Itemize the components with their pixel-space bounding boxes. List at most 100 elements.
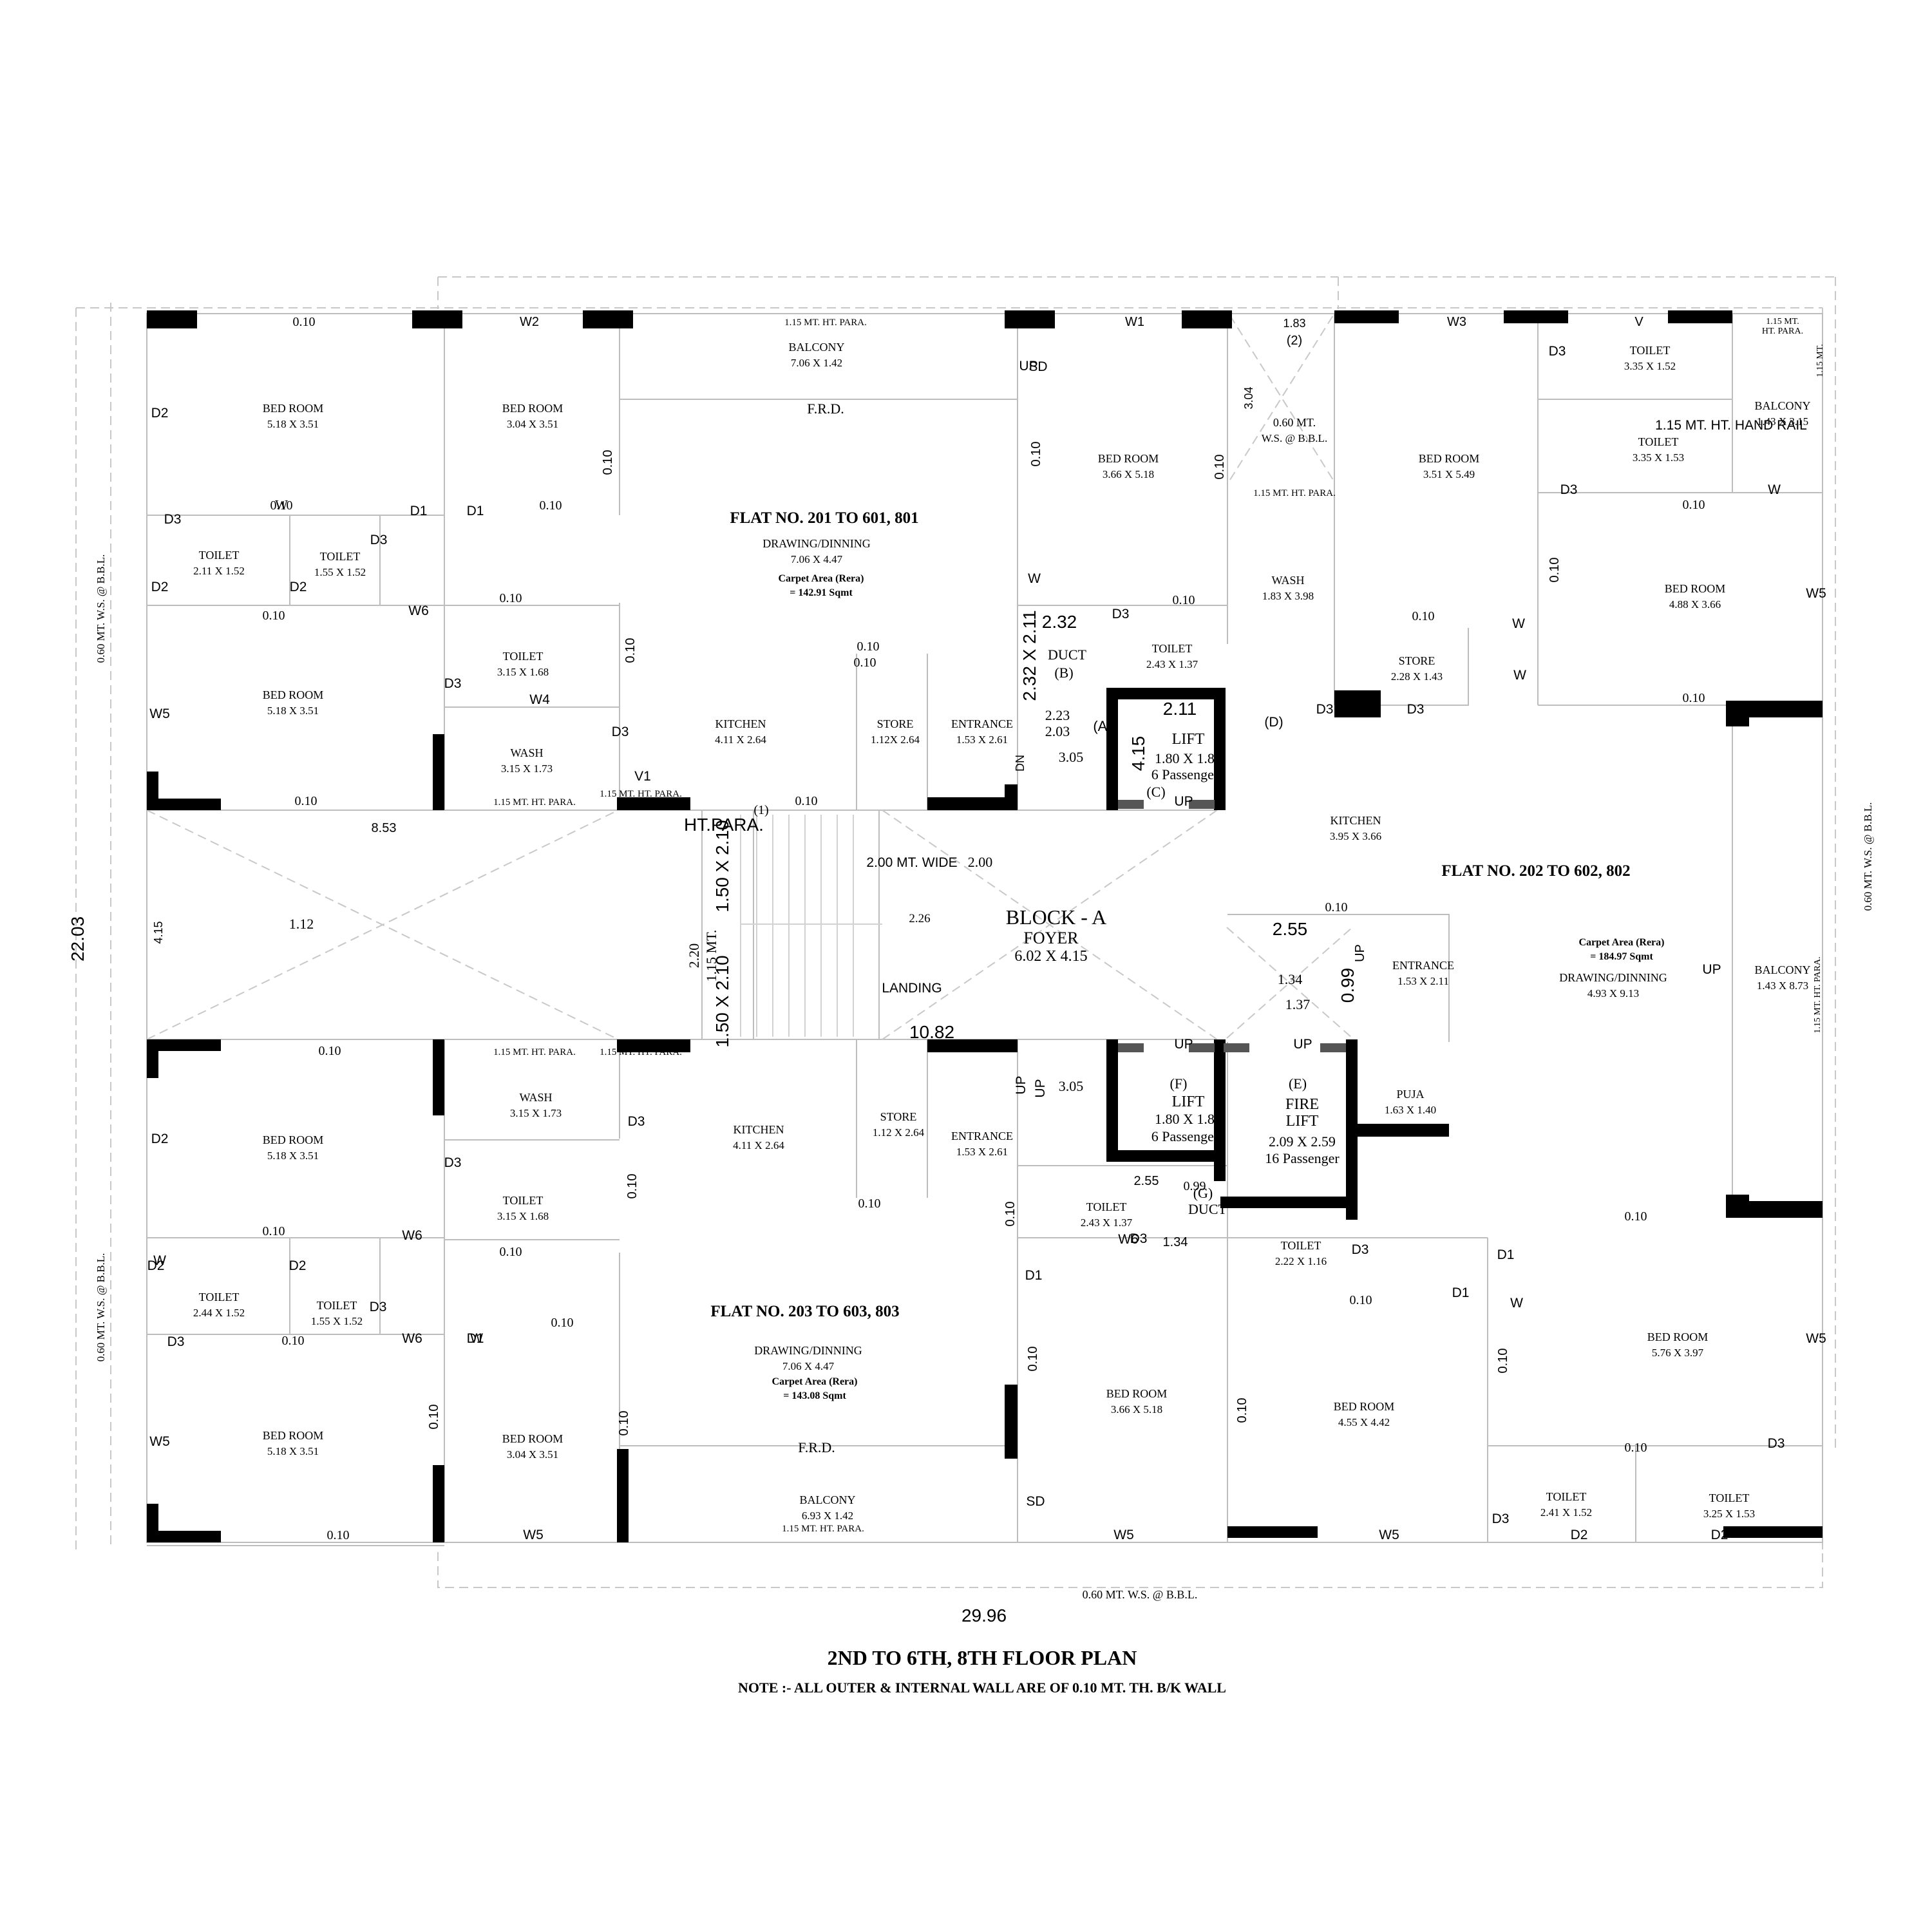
plan-annotation: W — [1768, 482, 1781, 497]
plan-annotation: 2.55 — [1134, 1174, 1159, 1188]
toilet-size: 1.55 X 1.52 — [314, 566, 366, 578]
plan-annotation: 2.55 — [1273, 919, 1308, 939]
plan-annotation: 4.15 — [1128, 736, 1148, 772]
plan-annotation: V1 — [634, 769, 651, 784]
plan-annotation: 0.10 — [295, 794, 317, 808]
plan-annotation: 0.10 — [1325, 900, 1348, 914]
plan-annotation: 0.10 — [1625, 1441, 1647, 1455]
balcony-label: BALCONY — [1754, 399, 1810, 412]
plan-annotation: 0.10 — [1683, 498, 1705, 512]
plan-annotation: 0.10 — [427, 1405, 441, 1430]
wash-size: 1.83 X 3.98 — [1262, 590, 1314, 602]
plan-annotation: W5 — [1113, 1528, 1134, 1542]
plan-annotation: UP — [1353, 944, 1367, 962]
plan-annotation: HT. PARA. — [1762, 327, 1803, 336]
toilet-size: 3.25 X 1.53 — [1703, 1508, 1755, 1520]
plan-annotation: 1.15 MT. HT. PARA. — [1253, 488, 1336, 498]
plan-annotation: 0.10 — [1496, 1349, 1510, 1374]
plan-annotation: 2.11 — [1163, 699, 1197, 719]
plan-annotation: UP — [1702, 962, 1721, 977]
plan-annotation: W6 — [402, 1331, 422, 1346]
toilet-size: 3.15 X 1.68 — [497, 1210, 549, 1222]
bed-room-size: 4.88 X 3.66 — [1669, 598, 1721, 611]
plan-note: NOTE :- ALL OUTER & INTERNAL WALL ARE OF… — [738, 1680, 1226, 1696]
plan-annotation: W — [470, 1331, 483, 1346]
plan-annotation: D3 — [1560, 482, 1578, 497]
plan-annotation: W3 — [1447, 315, 1466, 329]
plan-annotation: D3 — [628, 1114, 645, 1129]
plan-annotation: W5 — [523, 1528, 544, 1542]
plan-annotation: 3.04 — [1242, 386, 1255, 409]
plan-annotation: UP — [1033, 1079, 1048, 1097]
setback-note-right: 0.60 MT. W.S. @ B.B.L. — [1862, 802, 1874, 911]
lift-c-size: 1.80 X 1.80 — [1155, 750, 1222, 766]
balcony-size: 6.93 X 1.42 — [802, 1510, 853, 1522]
plan-annotation: W1 — [1125, 315, 1144, 329]
bed-room-label: BED ROOM — [1106, 1387, 1168, 1400]
plan-annotation: D2 — [151, 406, 169, 421]
toilet-size: 2.41 X 1.52 — [1540, 1506, 1592, 1519]
plan-annotation: 0.10 — [795, 794, 818, 808]
entrance-size: 1.53 X 2.61 — [956, 734, 1008, 746]
plan-annotation: 2.26 — [909, 912, 930, 925]
plan-annotation: DN — [1014, 755, 1027, 772]
bed-room-size: 5.76 X 3.97 — [1652, 1347, 1704, 1359]
fire-lift-id: (E) — [1289, 1075, 1307, 1092]
plan-annotation: 0.10 — [1173, 593, 1195, 607]
plan-annotation: F.R.D. — [807, 401, 844, 417]
toilet-label: TOILET — [1630, 344, 1671, 357]
plan-annotation: UP — [1019, 359, 1037, 374]
bed-room-label: BED ROOM — [502, 1432, 564, 1445]
dim-8-53: 8.53 — [372, 821, 397, 835]
drawing-dinning-label: DRAWING/DINNING — [762, 537, 871, 550]
plan-annotation: 0.10 — [623, 638, 638, 663]
plan-annotation: W — [1512, 616, 1525, 631]
plan-annotation: SD — [1028, 359, 1047, 374]
toilet-size: 2.11 X 1.52 — [193, 565, 245, 577]
plan-annotation: W5 — [149, 706, 170, 721]
bed-room-size: 3.66 X 5.18 — [1111, 1403, 1162, 1416]
overall-height-dim: 22.03 — [68, 916, 88, 961]
toilet-label: TOILET — [317, 1299, 357, 1312]
dim-4-15: 4.15 — [152, 921, 165, 943]
plan-annotation: W — [1513, 668, 1526, 683]
setback-note-left: 0.60 MT. W.S. @ B.B.L. — [95, 554, 107, 663]
toilet-label: TOILET — [1546, 1490, 1587, 1503]
store-label: STORE — [880, 1110, 917, 1123]
wash-label: WASH — [1271, 574, 1304, 587]
fire-lift-label-2: LIFT — [1286, 1113, 1319, 1130]
plan-annotation: 0.10 — [1026, 1347, 1040, 1372]
plan-annotation: 1.15 MT. HT. PARA. — [493, 797, 576, 808]
bed-room-label: BED ROOM — [1419, 452, 1480, 465]
bed-room-label: BED ROOM — [1334, 1400, 1395, 1413]
store-size: 1.12X 2.64 — [871, 734, 920, 746]
toilet-label: TOILET — [320, 550, 361, 563]
lift-c-label: LIFT — [1172, 731, 1205, 748]
plan-annotation: 0.10 — [1029, 442, 1043, 467]
balcony-label: BALCONY — [1754, 963, 1810, 976]
drawing-dinning-size: 4.93 X 9.13 — [1587, 987, 1639, 999]
store-size: 2.28 X 1.43 — [1391, 670, 1443, 683]
bed-room-label: BED ROOM — [263, 1429, 324, 1442]
plan-annotation: 1.83 — [1283, 317, 1305, 330]
plan-annotation: D3 — [1316, 702, 1334, 717]
bed-room-label: BED ROOM — [263, 688, 324, 701]
store-size: 1.12 X 2.64 — [873, 1126, 925, 1139]
plan-annotation: 0.10 — [551, 1316, 574, 1330]
plan-annotation: (A) — [1093, 718, 1112, 734]
plan-annotation: D3 — [370, 1300, 387, 1314]
plan-annotation: 0.10 — [854, 656, 876, 670]
plan-annotation: LANDING — [882, 981, 942, 996]
plan-annotation: W5 — [1806, 1331, 1826, 1346]
plan-annotation: 0.10 — [1412, 609, 1435, 623]
plan-annotation: 0.10 — [617, 1411, 631, 1436]
kitchen-size: 4.11 X 2.64 — [733, 1139, 784, 1151]
plan-annotation: D1 — [1452, 1285, 1470, 1300]
bed-room-label: BED ROOM — [1647, 1331, 1709, 1343]
plan-annotation: D2 — [151, 580, 169, 594]
plan-annotation: UP — [1174, 1037, 1193, 1052]
entrance-label: ENTRANCE — [951, 1130, 1013, 1142]
bed-room-size: 4.55 X 4.42 — [1338, 1416, 1390, 1428]
plan-annotation: (D) — [1264, 715, 1283, 730]
plan-annotation: 0.10 — [1213, 455, 1227, 480]
